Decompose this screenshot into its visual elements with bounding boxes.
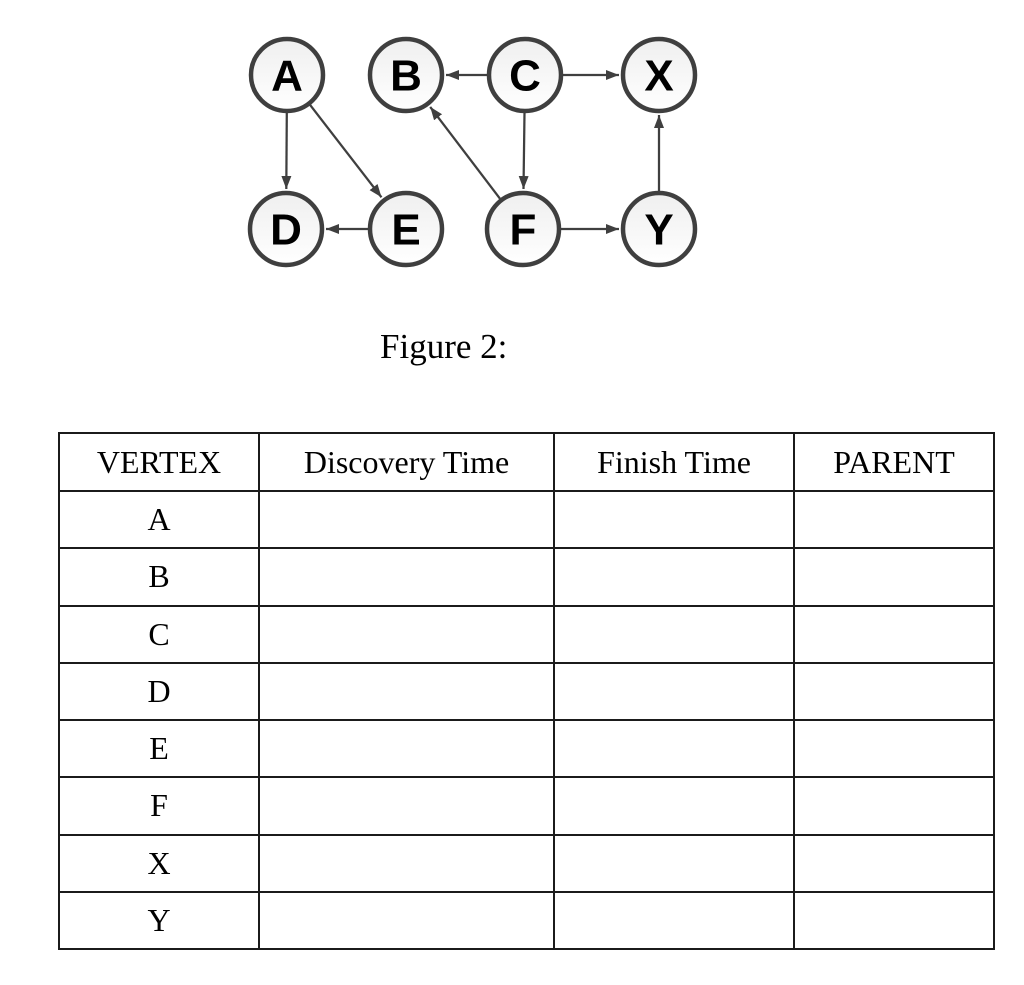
discovery-time-cell <box>258 604 555 664</box>
edge-arrow-A-to-D <box>281 112 292 190</box>
edge-arrow-F-to-B <box>429 106 501 200</box>
parent-cell <box>793 833 995 893</box>
graph-node-C: C <box>486 36 564 114</box>
node-label-D: D <box>270 206 302 255</box>
finish-time-cell <box>553 718 795 779</box>
discovery-time-cell <box>258 890 555 951</box>
finish-time-cell <box>553 489 795 550</box>
finish-time-cell <box>553 890 795 951</box>
column-header-finish-time: Finish Time <box>553 432 795 492</box>
graph-nodes: A B C X D E F Y <box>247 36 698 268</box>
figure-caption: Figure 2: <box>380 327 508 366</box>
finish-time-cell <box>553 661 795 722</box>
vertex-label-cell: C <box>58 604 260 664</box>
discovery-time-cell <box>258 489 555 550</box>
table-row-A: A <box>58 489 995 550</box>
node-label-X: X <box>644 52 673 101</box>
vertex-label-cell: B <box>58 547 260 607</box>
edge-arrow-C-to-F <box>518 112 529 190</box>
graph-figure: A B C X D E F Y <box>247 36 698 268</box>
node-label-F: F <box>510 206 537 255</box>
node-label-E: E <box>391 206 420 255</box>
node-circle-B <box>367 36 445 114</box>
parent-cell <box>793 661 995 722</box>
node-label-A: A <box>271 52 303 101</box>
graph-node-A: A <box>248 36 326 114</box>
column-header-discovery-time: Discovery Time <box>258 432 555 492</box>
table-row-X: X <box>58 833 995 893</box>
graph-node-Y: Y <box>620 190 698 268</box>
table-row-F: F <box>58 776 995 836</box>
finish-time-cell <box>553 833 795 893</box>
vertex-label-cell: X <box>58 833 260 893</box>
column-header-vertex: VERTEX <box>58 432 260 492</box>
vertex-label-cell: E <box>58 718 260 779</box>
graph-node-D: D <box>247 190 325 268</box>
finish-time-cell <box>553 547 795 607</box>
table-row-D: D <box>58 661 995 722</box>
node-circle-X <box>620 36 698 114</box>
node-circle-C <box>486 36 564 114</box>
graph-node-E: E <box>367 190 445 268</box>
parent-cell <box>793 718 995 779</box>
node-label-Y: Y <box>644 206 673 255</box>
finish-time-cell <box>553 604 795 664</box>
node-circle-E <box>367 190 445 268</box>
node-label-B: B <box>390 52 422 101</box>
node-circle-F <box>484 190 562 268</box>
parent-cell <box>793 489 995 550</box>
parent-cell <box>793 890 995 951</box>
table-row-Y: Y <box>58 890 995 951</box>
table-row-C: C <box>58 604 995 664</box>
graph-node-X: X <box>620 36 698 114</box>
edge-arrow-A-to-E <box>309 104 383 198</box>
node-label-C: C <box>509 52 541 101</box>
graph-node-B: B <box>367 36 445 114</box>
parent-cell <box>793 604 995 664</box>
discovery-time-cell <box>258 718 555 779</box>
discovery-time-cell <box>258 776 555 836</box>
node-circle-Y <box>620 190 698 268</box>
finish-time-cell <box>553 776 795 836</box>
table-row-B: B <box>58 547 995 607</box>
discovery-time-cell <box>258 547 555 607</box>
discovery-time-cell <box>258 661 555 722</box>
vertex-label-cell: A <box>58 489 260 550</box>
parent-cell <box>793 776 995 836</box>
vertex-label-cell: F <box>58 776 260 836</box>
column-header-parent: PARENT <box>793 432 995 492</box>
node-circle-A <box>248 36 326 114</box>
graph-node-F: F <box>484 190 562 268</box>
graph-edges <box>281 70 664 234</box>
parent-cell <box>793 547 995 607</box>
vertex-label-cell: Y <box>58 890 260 951</box>
discovery-time-cell <box>258 833 555 893</box>
node-circle-D <box>247 190 325 268</box>
vertex-label-cell: D <box>58 661 260 722</box>
table-row-E: E <box>58 718 995 779</box>
